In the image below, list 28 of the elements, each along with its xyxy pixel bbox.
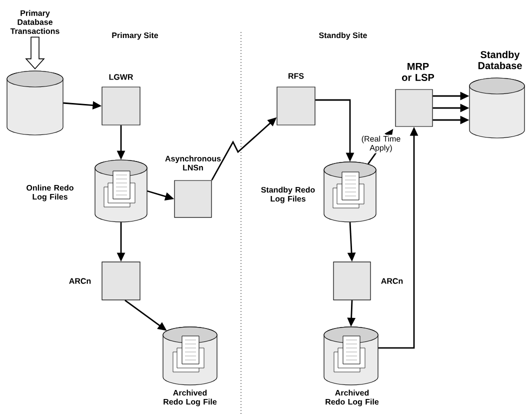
node-label: Asynchronous LNSn <box>165 156 221 170</box>
block-arrow <box>25 36 45 70</box>
database-cylinder: Standby Database <box>469 50 525 138</box>
edge-label: (Real Time Apply) <box>356 134 406 154</box>
node-label: Archived Redo Log File <box>164 390 217 406</box>
process-box: MRP or LSP <box>395 63 434 127</box>
node-label: ARCn <box>381 278 403 284</box>
process-box: ARCn <box>69 262 140 300</box>
log-file-cylinder: Archived Redo Log File <box>162 326 218 406</box>
node-label: LGWR <box>109 74 134 80</box>
node-label: Standby Redo Log Files <box>261 186 315 204</box>
process-box: Asynchronous LNSn <box>165 156 221 218</box>
process-label: Primary Database Transactions <box>10 10 60 34</box>
site-heading: Standby Site <box>319 32 367 40</box>
log-file-cylinder: Archived Redo Log File <box>324 326 379 406</box>
log-file-cylinder: Standby Redo Log Files <box>261 162 376 222</box>
node-label: Archived Redo Log File <box>326 390 379 406</box>
process-box: ARCn <box>333 262 403 300</box>
log-file-cylinder: Online Redo Log Files <box>26 160 148 222</box>
node-label: MRP or LSP <box>402 62 434 81</box>
site-heading: Primary Site <box>112 32 158 40</box>
node-label: Online Redo Log Files <box>26 184 74 202</box>
process-box: RFS <box>276 73 316 126</box>
node-label: Standby Database <box>478 50 522 70</box>
node-label: ARCn <box>69 278 91 284</box>
process-box: LGWR <box>102 74 140 126</box>
node-label: RFS <box>288 73 304 79</box>
database-cylinder <box>6 70 64 136</box>
